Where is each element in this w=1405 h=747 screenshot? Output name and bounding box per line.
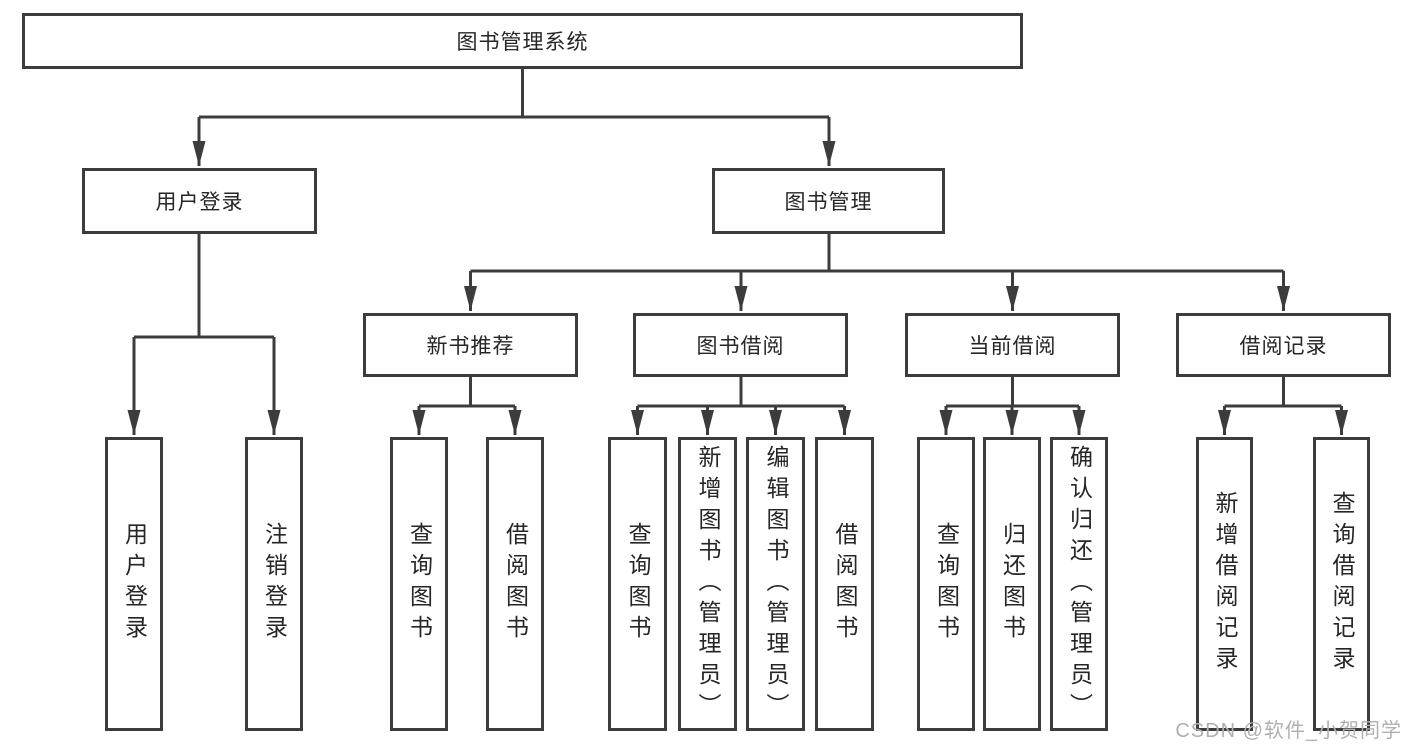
node-label: 借阅图书	[502, 522, 529, 646]
connector-root-to-level2	[192, 68, 836, 166]
node-label: 新增借阅记录	[1212, 491, 1238, 677]
leaf-user-login: 用户登录	[105, 437, 163, 731]
node-current-borrowing: 当前借阅	[905, 313, 1120, 377]
leaf-query-books-borrowing: 查询图书	[608, 437, 667, 731]
node-label: 查询借阅记录	[1329, 491, 1355, 677]
leaf-confirm-return-admin: 确认归还（管理员）	[1050, 437, 1108, 731]
leaf-query-books-recommend: 查询图书	[390, 437, 448, 731]
node-book-borrowing: 图书借阅	[633, 313, 848, 377]
node-label: 用户登录	[121, 522, 148, 646]
leaf-add-books-admin: 新增图书（管理员）	[678, 437, 737, 731]
leaf-query-books-current: 查询图书	[917, 437, 975, 731]
leaf-return-books: 归还图书	[983, 437, 1041, 731]
node-book-management: 图书管理	[712, 168, 945, 234]
node-label: 查询图书	[625, 522, 651, 646]
node-user-login: 用户登录	[82, 168, 317, 234]
csdn-watermark: CSDN @软件_小贺同学	[1175, 720, 1402, 742]
node-library-management-system: 图书管理系统	[22, 13, 1023, 69]
node-label: 新书推荐	[426, 335, 515, 358]
connector-user-login-to-leaves	[127, 234, 281, 435]
node-borrowing-records: 借阅记录	[1176, 313, 1391, 377]
node-label: 归还图书	[999, 522, 1026, 646]
leaf-query-borrow-record: 查询借阅记录	[1313, 437, 1370, 731]
node-label: 查询图书	[933, 522, 960, 646]
node-label: 编辑图书（管理员）	[763, 444, 789, 724]
node-label: 借阅图书	[832, 522, 858, 646]
node-label: 图书管理系统	[456, 31, 589, 54]
node-label: 确认归还（管理员）	[1066, 444, 1093, 724]
node-label: 图书管理	[784, 191, 873, 214]
node-label: 用户登录	[155, 191, 244, 214]
leaf-add-borrow-record: 新增借阅记录	[1196, 437, 1253, 731]
node-label: 当前借阅	[968, 335, 1057, 358]
node-label: 图书借阅	[696, 335, 785, 358]
node-label: 新增图书（管理员）	[695, 444, 721, 724]
node-label: 借阅记录	[1239, 335, 1328, 358]
leaf-borrow-books-recommend: 借阅图书	[486, 437, 544, 731]
leaf-edit-books-admin: 编辑图书（管理员）	[746, 437, 805, 731]
connector-new-book-recommendation-to-leaves	[412, 377, 522, 435]
leaf-logout: 注销登录	[245, 437, 303, 731]
leaf-borrow-books-borrowing: 借阅图书	[815, 437, 874, 731]
node-new-book-recommendation: 新书推荐	[363, 313, 578, 377]
connector-borrowing-records-to-leaves	[1218, 377, 1348, 435]
node-label: 查询图书	[406, 522, 433, 646]
node-label: 注销登录	[261, 522, 288, 646]
connector-book-management-to-level3	[464, 234, 1290, 311]
connector-current-borrowing-to-leaves	[939, 377, 1086, 435]
connector-book-borrowing-to-leaves	[631, 377, 851, 435]
